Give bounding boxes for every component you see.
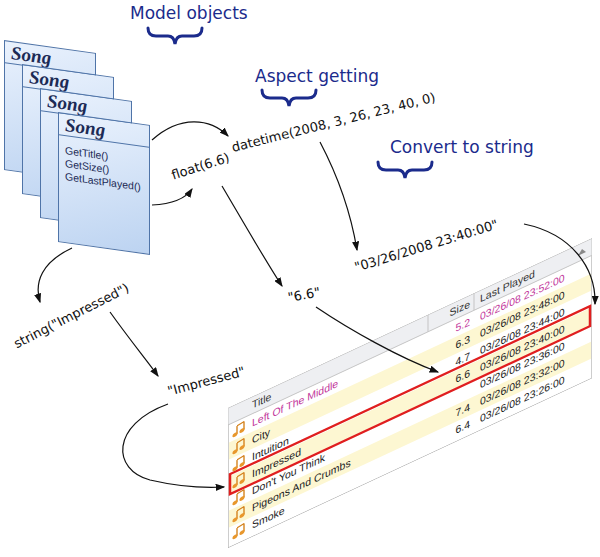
flow-arrow — [320, 142, 357, 250]
flow-arrow — [110, 312, 158, 376]
note-head — [232, 534, 237, 540]
note-icon — [237, 439, 244, 451]
table-cell: 6.4 — [434, 415, 470, 449]
row-stripe — [229, 342, 591, 528]
flow-arrow — [316, 307, 438, 372]
flow-arrow — [38, 248, 72, 302]
section-label: Aspect getting — [255, 67, 379, 85]
curly-brace — [378, 162, 432, 178]
column-divider — [473, 293, 474, 310]
card-body: GetTitle()GetSize()GetLastPlayed() — [59, 135, 149, 199]
row-stripe — [229, 308, 591, 494]
section-label: Convert to string — [390, 138, 534, 156]
note-head — [239, 478, 244, 484]
value-label: "6.6" — [286, 283, 321, 306]
note-head — [232, 432, 237, 438]
note-head — [232, 449, 237, 455]
note-head — [239, 529, 244, 535]
table-cell: 6.6 — [434, 364, 470, 398]
value-label: "03/26/2008 23:40:00" — [352, 216, 500, 277]
note-head — [239, 512, 244, 518]
flow-arrow — [152, 189, 192, 205]
note-head — [239, 461, 244, 467]
note-head — [239, 444, 244, 450]
note-icon — [237, 524, 244, 536]
list-view: TitleSizeLast PlayedLeft Of The MiddleCi… — [228, 238, 592, 548]
note-head — [232, 466, 237, 472]
note-icon — [237, 507, 244, 519]
note-head — [239, 495, 244, 501]
highlight-box — [230, 306, 590, 494]
flow-arrow — [123, 404, 224, 487]
value-label: "Impressed" — [166, 363, 248, 401]
curly-brace — [148, 28, 202, 44]
note-head — [232, 517, 237, 523]
card-header: Song — [59, 113, 149, 148]
value-label: string("Impressed") — [11, 279, 132, 353]
note-icon — [237, 456, 244, 468]
class-name: Song — [65, 114, 105, 141]
note-head — [239, 427, 244, 433]
flow-arrow — [222, 186, 282, 286]
section-label: Model objects — [130, 4, 248, 22]
note-icon — [237, 490, 244, 502]
sort-arrow — [578, 247, 586, 256]
curly-brace — [262, 90, 316, 106]
value-label: float(6.6) — [169, 149, 232, 185]
flow-arrow — [152, 122, 228, 140]
list-frame — [228, 238, 592, 548]
column-divider — [427, 315, 428, 332]
note-icon — [237, 422, 244, 434]
class-card: SongGetTitle()GetSize()GetLastPlayed() — [58, 112, 150, 255]
note-icon — [237, 473, 244, 485]
note-head — [232, 500, 237, 506]
note-head — [232, 483, 237, 489]
